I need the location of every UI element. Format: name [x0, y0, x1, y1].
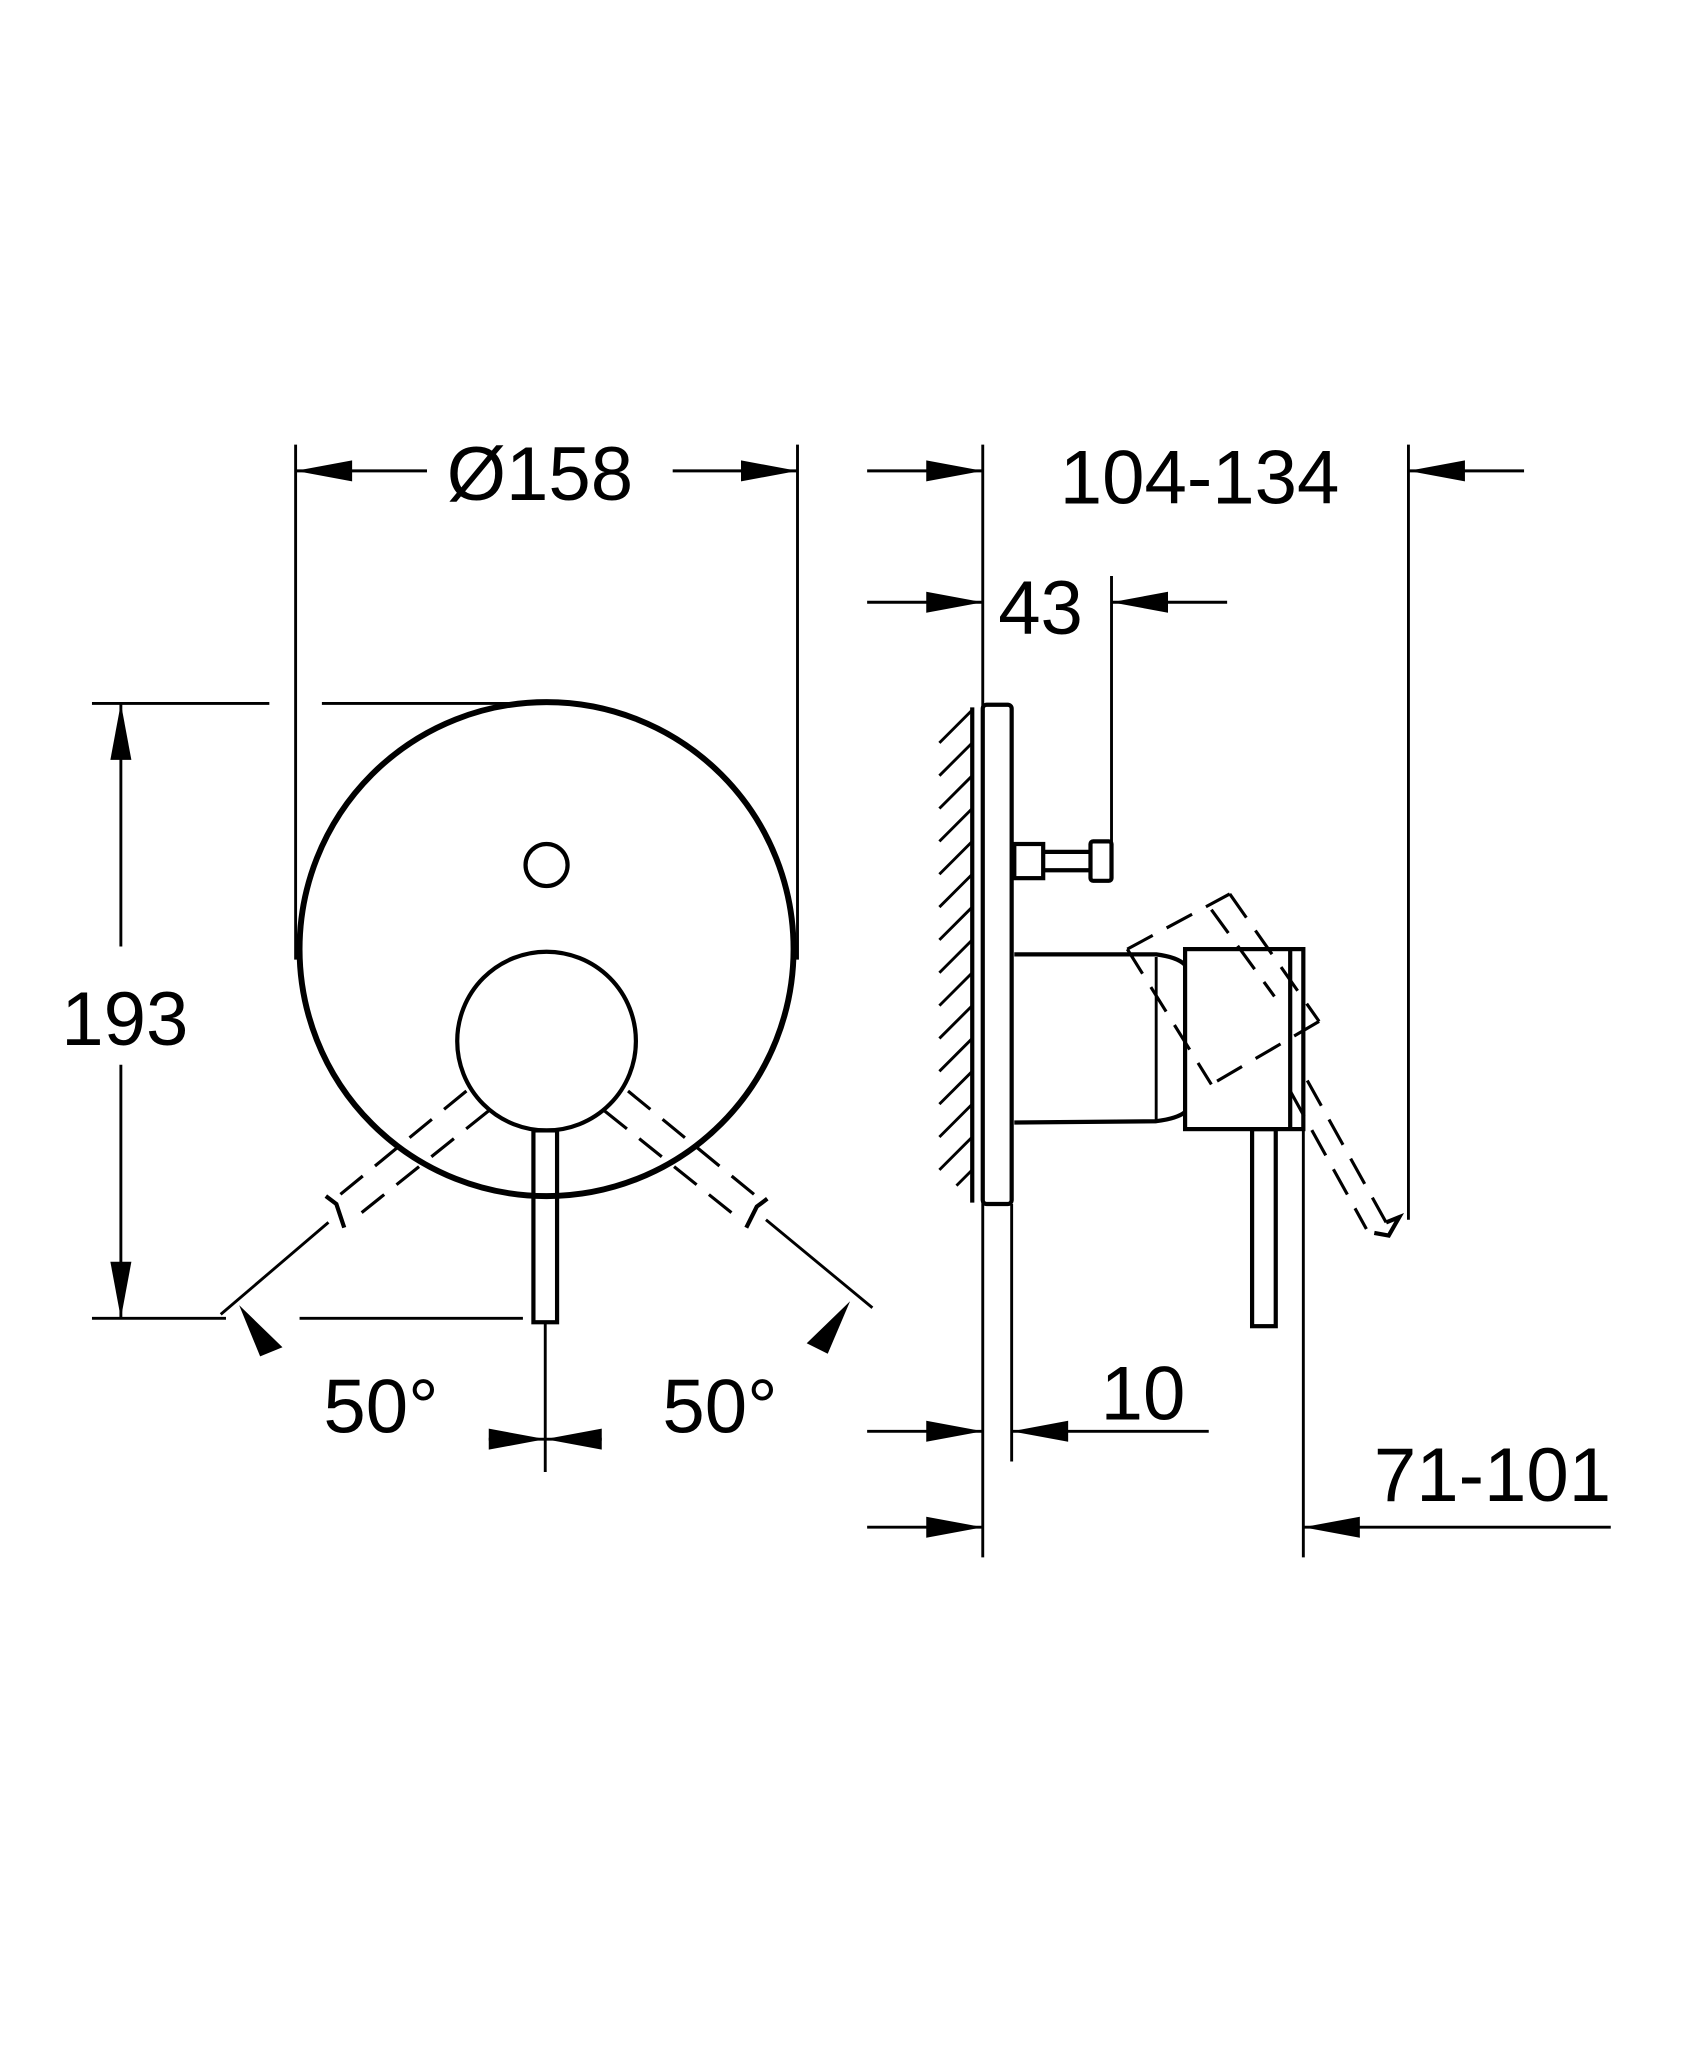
lever: [531, 1128, 560, 1325]
front-view: Ø158 193: [61, 432, 874, 1473]
angle-left-label: 50°: [323, 1365, 438, 1450]
diverter-projection-label: 43: [998, 566, 1083, 651]
projection-total-label: 104-134: [1060, 436, 1340, 521]
handle-hub: [455, 949, 639, 1133]
plate-thickness-label: 10: [1101, 1351, 1186, 1436]
diameter-label: Ø158: [447, 432, 633, 517]
handle-body: [1014, 947, 1306, 1132]
escutcheon-plate: [296, 699, 797, 1200]
height-label: 193: [61, 977, 188, 1062]
diverter-knob: [523, 841, 570, 889]
lever-side: [1249, 1127, 1278, 1329]
diverter-side: [1012, 841, 1046, 881]
lever-rotated-right: [603, 1089, 874, 1354]
lever-rotated-left: [219, 1089, 490, 1357]
angle-right-label: 50°: [662, 1365, 777, 1450]
handle-rotated: [1125, 892, 1405, 1238]
side-view: 104-134 43: [867, 436, 1611, 1558]
plate-side: [980, 702, 1014, 1207]
lever-projection-label: 71-101: [1374, 1433, 1611, 1518]
wall-hatching: [938, 707, 975, 1203]
